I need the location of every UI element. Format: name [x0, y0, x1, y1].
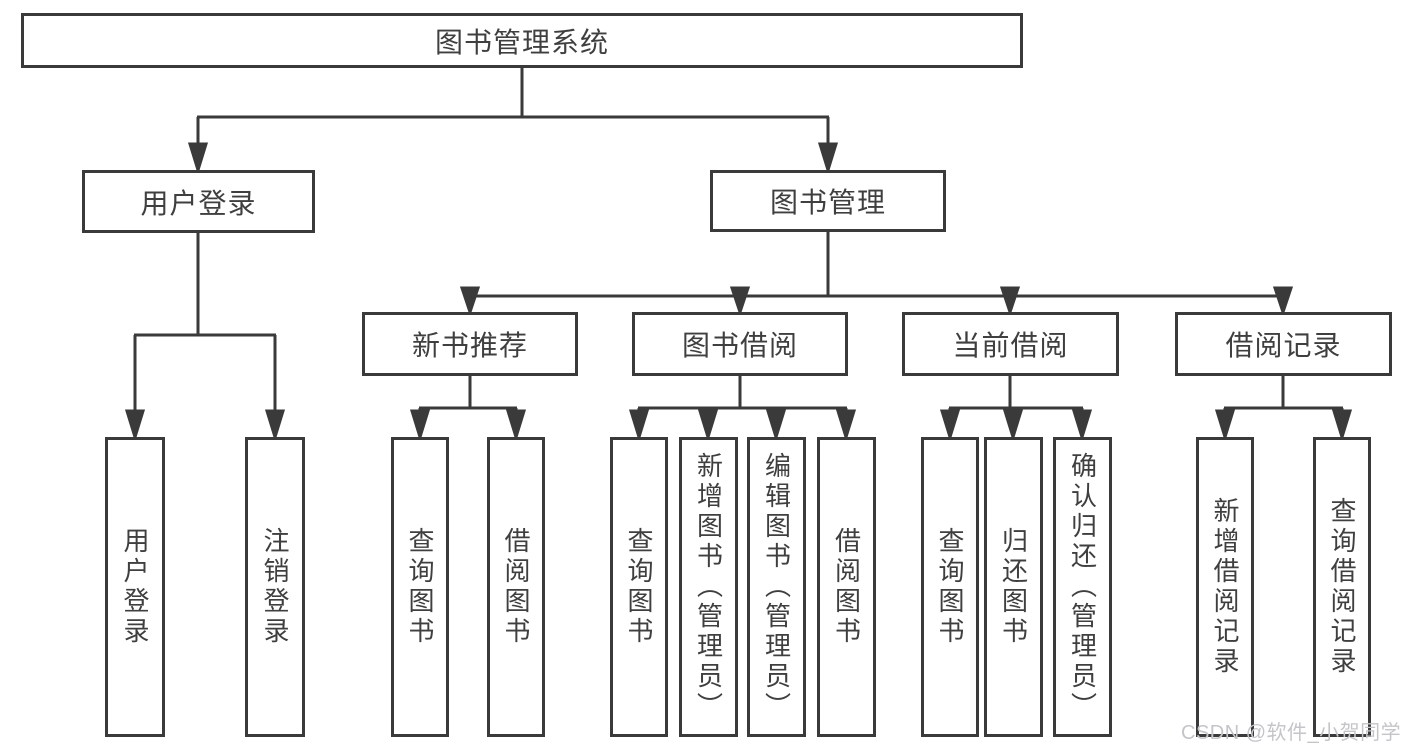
node-borrow-records: 借阅记录 [1175, 312, 1392, 376]
leaf-add-books-admin: 新增图书（管理员） [679, 437, 738, 737]
leaf-return-books: 归还图书 [984, 437, 1043, 737]
leaf-borrow-books: 借阅图书 [817, 437, 876, 737]
node-book-borrow: 图书借阅 [632, 312, 848, 376]
leaf-borrow-books-recommend: 借阅图书 [487, 437, 545, 737]
leaf-query-books-borrow: 查询图书 [610, 437, 668, 737]
node-user-login: 用户登录 [82, 170, 315, 233]
node-library-management-system: 图书管理系统 [21, 13, 1023, 68]
node-current-borrow: 当前借阅 [902, 312, 1119, 376]
leaf-query-books-recommend: 查询图书 [391, 437, 449, 737]
node-book-management: 图书管理 [710, 170, 946, 232]
leaf-logout: 注销登录 [245, 437, 305, 737]
node-new-book-recommend: 新书推荐 [362, 312, 578, 376]
leaf-query-borrow-record: 查询借阅记录 [1313, 437, 1371, 737]
leaf-query-books-current: 查询图书 [921, 437, 979, 737]
leaf-confirm-return-admin: 确认归还（管理员） [1053, 437, 1112, 737]
leaf-add-borrow-record: 新增借阅记录 [1196, 437, 1254, 737]
leaf-edit-books-admin: 编辑图书（管理员） [747, 437, 806, 737]
leaf-user-login: 用户登录 [105, 437, 165, 737]
csdn-watermark: CSDN @软件_小贺同学 [1181, 722, 1402, 744]
